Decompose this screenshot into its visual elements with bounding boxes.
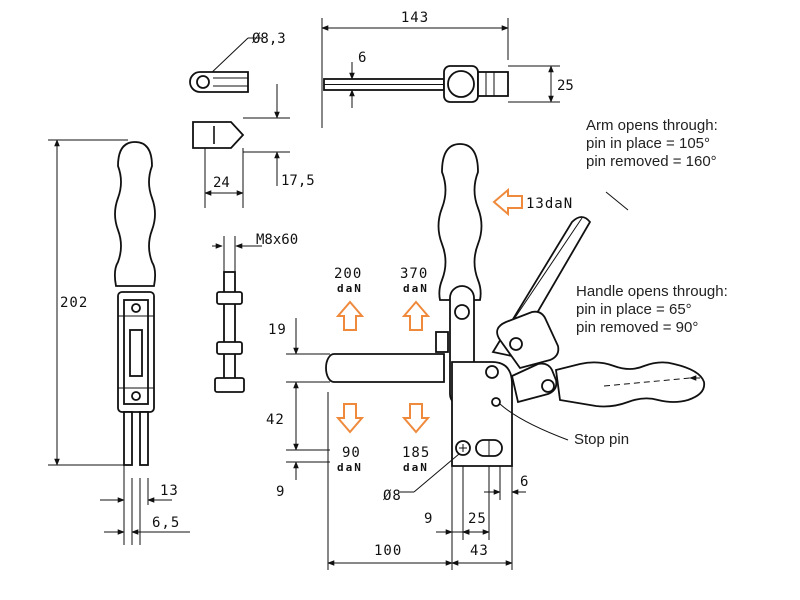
front-view-dims: 19 42 9 100 43 9 25 6 Ø8 [266, 318, 569, 570]
handle-note-line2: pin in place = 65° [576, 301, 692, 318]
spindle-tip-detail: 17,5 24 [192, 84, 315, 208]
dim-9-bottom: 9 [424, 511, 433, 527]
force-200: 200 [334, 266, 362, 282]
dim-24: 24 [213, 175, 230, 191]
dim-25-top: 25 [557, 78, 574, 94]
dim-dia-8: Ø8 [383, 488, 402, 504]
force-90: 90 [342, 445, 361, 461]
dim-6-5: 6,5 [152, 515, 180, 531]
force-indicators: 200 daN 370 daN 90 daN 185 daN 13daN [334, 187, 573, 474]
arrow-down-90 [335, 403, 365, 434]
dim-m8x60: M8x60 [256, 232, 298, 248]
arrow-up-200 [335, 300, 365, 331]
force-370-unit: daN [403, 282, 429, 295]
force-13: 13daN [526, 196, 573, 212]
dim-42: 42 [266, 412, 285, 428]
dim-6-bottom: 6 [520, 474, 529, 490]
arm-note-line3: pin removed = 160° [586, 153, 717, 170]
dim-143: 143 [401, 10, 429, 26]
side-view: 202 13 6,5 [48, 139, 190, 545]
dim-19: 19 [268, 322, 287, 338]
arrow-up-370 [401, 300, 431, 331]
arrow-left-13 [492, 187, 523, 217]
arrow-down-185 [401, 403, 431, 434]
handle-note-line3: pin removed = 90° [576, 319, 698, 336]
dim-43: 43 [470, 543, 489, 559]
dim-6-top: 6 [358, 50, 366, 66]
bolt-detail: M8x60 [212, 232, 298, 393]
dim-9-left: 9 [276, 484, 285, 500]
arm-note-line2: pin in place = 105° [586, 135, 710, 152]
force-185-unit: daN [403, 461, 429, 474]
dim-13: 13 [160, 483, 179, 499]
handle-note-line1: Handle opens through: [576, 283, 728, 300]
stop-pin-label: Stop pin [574, 431, 629, 448]
clevis-detail: Ø8,3 [189, 31, 286, 93]
notes: Arm opens through: pin in place = 105° p… [574, 117, 728, 448]
top-view: 143 6 25 [321, 10, 574, 128]
front-view [325, 143, 706, 467]
force-370: 370 [400, 266, 428, 282]
dim-17-5: 17,5 [281, 173, 315, 189]
force-200-unit: daN [337, 282, 363, 295]
dim-25-bottom: 25 [468, 511, 487, 527]
force-185: 185 [402, 445, 430, 461]
arm-note-line1: Arm opens through: [586, 117, 718, 134]
dim-100: 100 [374, 543, 402, 559]
dim-dia-8-3: Ø8,3 [252, 31, 286, 47]
force-90-unit: daN [337, 461, 363, 474]
dim-202: 202 [60, 295, 88, 311]
